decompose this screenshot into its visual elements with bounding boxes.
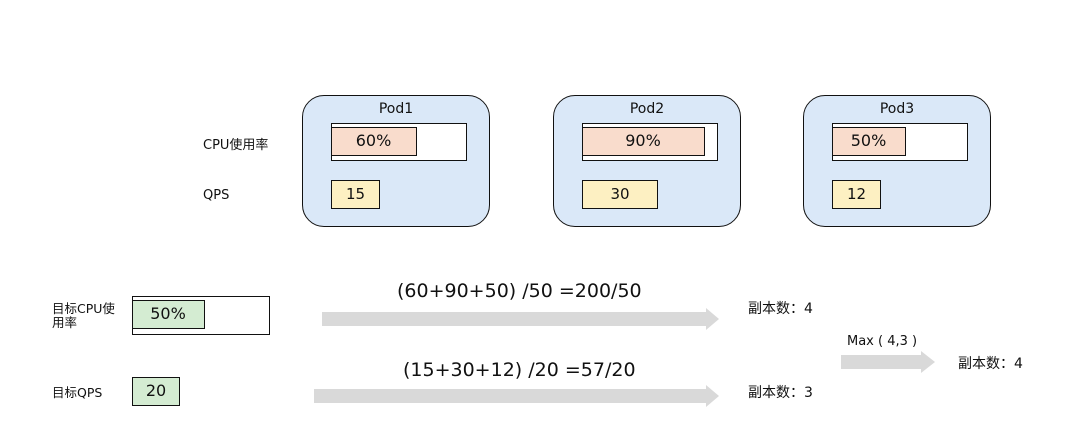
cpu-formula: (60+90+50) /50 =200/50 — [397, 280, 642, 302]
max-label: Max ( 4,3 ) — [847, 334, 918, 349]
pod-title: Pod2 — [629, 101, 665, 117]
target-qps-label: 目标QPS — [52, 385, 103, 400]
qps-value: 12 — [832, 180, 881, 209]
cpu-usage-value: 50% — [831, 127, 906, 156]
pod-title: Pod3 — [879, 101, 915, 117]
target-cpu-bar: 50% — [131, 296, 270, 335]
cpu-usage-row-label: CPU使用率 — [203, 138, 269, 153]
qps-row-label: QPS — [203, 188, 230, 203]
target-qps-value: 20 — [132, 377, 180, 406]
cpu-usage-value: 90% — [581, 127, 705, 156]
cpu-usage-bar: 90% — [581, 123, 718, 161]
qps-value: 30 — [582, 180, 658, 209]
qps-value: 15 — [331, 180, 380, 209]
pod-card-2: Pod2 90% 30 — [553, 95, 741, 227]
cpu-replica-result: 副本数：4 — [748, 301, 813, 317]
cpu-usage-bar: 60% — [330, 123, 467, 161]
max-arrow — [841, 351, 935, 373]
qps-formula: (15+30+12) /20 =57/20 — [403, 359, 636, 381]
qps-formula-arrow — [314, 385, 719, 407]
cpu-formula-arrow — [322, 308, 719, 330]
cpu-usage-value: 60% — [330, 127, 417, 156]
pod-title: Pod1 — [378, 101, 414, 117]
final-replica-result: 副本数：4 — [958, 356, 1023, 372]
target-cpu-value: 50% — [131, 300, 205, 329]
target-cpu-label: 目标CPU使用率 — [52, 301, 115, 330]
pod-card-3: Pod3 50% 12 — [803, 95, 991, 227]
qps-replica-result: 副本数：3 — [748, 385, 813, 401]
cpu-usage-bar: 50% — [831, 123, 968, 161]
pod-card-1: Pod1 60% 15 — [302, 95, 490, 227]
